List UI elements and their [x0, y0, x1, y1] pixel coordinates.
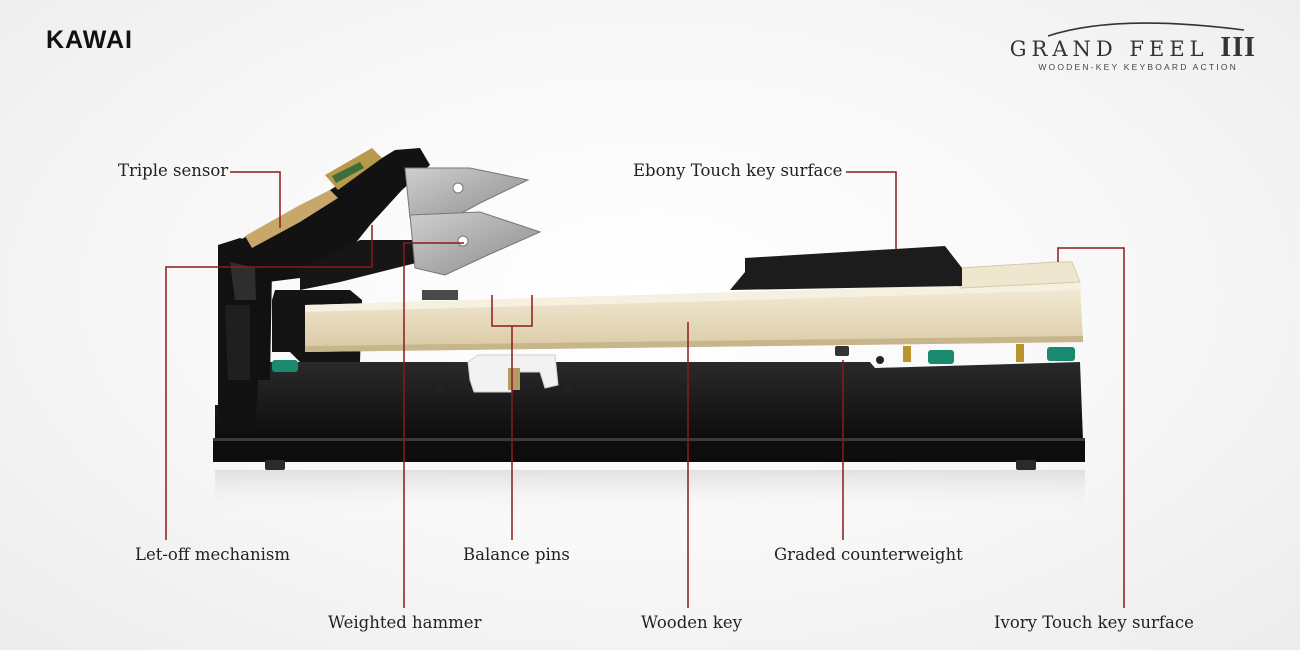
logo-title: GRAND FEEL III — [1006, 32, 1256, 64]
leader-ivory-touch — [1057, 247, 1125, 608]
logo-numeral: III — [1220, 32, 1256, 63]
label-ebony-touch-key-surface: Ebony Touch key surface — [633, 161, 843, 180]
leader-balance-pins — [491, 295, 533, 540]
label-let-off-mechanism: Let-off mechanism — [135, 545, 290, 564]
label-ivory-touch-key-surface: Ivory Touch key surface — [994, 613, 1194, 632]
grand-feel-logo: GRAND FEEL III WOODEN-KEY KEYBOARD ACTIO… — [1006, 18, 1256, 78]
leader-lines — [165, 171, 1125, 608]
logo-title-text: GRAND FEEL — [1009, 37, 1209, 61]
felt-pads — [272, 344, 1075, 392]
label-balance-pins: Balance pins — [463, 545, 570, 564]
leader-weighted-hammer — [403, 242, 464, 608]
kawai-logo: KAWAI — [46, 26, 133, 54]
logo-subtitle: WOODEN-KEY KEYBOARD ACTION — [1038, 62, 1238, 72]
leader-triple-sensor — [230, 171, 281, 228]
floor-reflection — [215, 470, 1085, 520]
action-base-frame — [213, 362, 1085, 470]
leader-let-off — [165, 225, 373, 540]
weighted-hammer — [240, 148, 542, 300]
leader-ebony-touch — [846, 171, 897, 250]
ebony-touch-key-surface — [730, 246, 962, 290]
let-off-mechanism — [218, 238, 272, 430]
label-graded-counterweight: Graded counterweight — [774, 545, 963, 564]
wooden-key — [305, 282, 1083, 352]
balance-pin-support — [467, 354, 559, 393]
label-weighted-hammer: Weighted hammer — [328, 613, 482, 632]
logo-swoosh-icon — [1047, 22, 1245, 37]
label-wooden-key: Wooden key — [641, 613, 742, 632]
label-triple-sensor: Triple sensor — [118, 161, 229, 180]
